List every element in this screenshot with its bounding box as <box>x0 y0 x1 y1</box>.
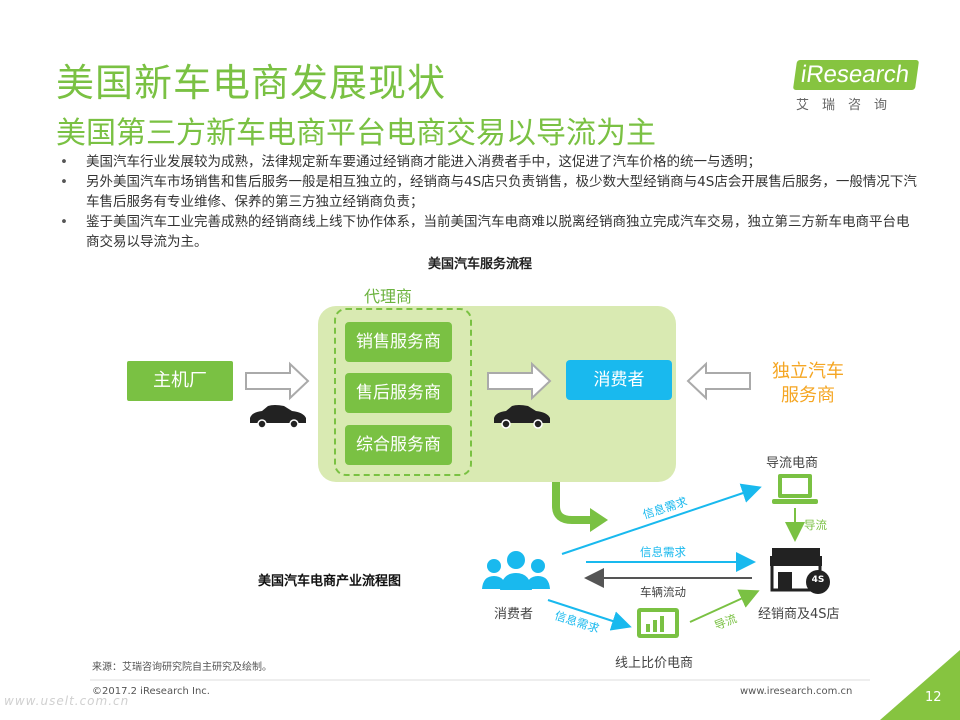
page-subtitle: 美国第三方新车电商平台电商交易以导流为主 <box>56 116 656 151</box>
copyright: ©2017.2 iResearch Inc. <box>92 686 210 697</box>
pricecompare-to-dealer-line <box>689 589 760 623</box>
bullet-list: 美国汽车行业发展较为成熟，法律规定新车要通过经销商才能进入消费者手中，这促进了汽… <box>60 152 920 252</box>
edge-label-info-demand: 信息需求 <box>640 545 686 559</box>
leadgen-label: 导流电商 <box>766 456 819 471</box>
page-number: 12 <box>925 690 942 705</box>
badge-4s: 4S <box>811 575 825 585</box>
consumer-to-pricecompare-line <box>547 599 632 631</box>
corner-decoration <box>880 650 960 720</box>
bullet-item: 鉴于美国汽车工业完善成熟的经销商线上线下协作体系，当前美国汽车电商难以脱离经销商… <box>60 212 920 252</box>
consumers-label: 消费者 <box>494 607 534 622</box>
dealer-label: 经销商及4S店 <box>758 607 840 622</box>
pricecompare-label: 线上比价电商 <box>615 656 694 671</box>
agent-to-consumer-arrow <box>487 361 552 401</box>
consumers-icon <box>482 551 550 590</box>
independent-service-label: 独立汽车 服务商 <box>752 360 864 408</box>
oem-box: 主机厂 <box>127 361 233 401</box>
watermark: www.uselt.com.cn <box>4 694 130 708</box>
independent-to-consumer-arrow <box>686 361 751 401</box>
iresearch-logo-cn: 艾瑞咨询 <box>796 98 901 113</box>
ecommerce-flow-title: 美国汽车电商产业流程图 <box>258 574 402 589</box>
tablet-chart-icon <box>637 608 679 638</box>
agent-dashed-group <box>334 308 472 476</box>
service-flow-title: 美国汽车服务流程 <box>427 257 532 272</box>
edge-label-guide: 导流 <box>804 518 827 532</box>
agent-label: 代理商 <box>364 287 413 306</box>
bullet-item: 另外美国汽车市场销售和售后服务一般是相互独立的，经销商与4S店只负责销售，极少数… <box>60 172 920 212</box>
oem-to-agent-arrow <box>245 361 310 401</box>
store-icon <box>770 548 830 594</box>
bullet-item: 美国汽车行业发展较为成熟，法律规定新车要通过经销商才能进入消费者手中，这促进了汽… <box>60 152 920 172</box>
website-url: www.iresearch.com.cn <box>740 686 853 697</box>
independent-line-1: 独立汽车 <box>772 361 844 382</box>
page-title: 美国新车电商发展现状 <box>56 61 447 105</box>
car-icon <box>250 405 306 429</box>
consumer-box: 消费者 <box>566 360 672 400</box>
sales-service-box: 销售服务商 <box>345 322 452 362</box>
aftersales-service-box: 售后服务商 <box>345 373 452 413</box>
edge-label-vehicle-flow: 车辆流动 <box>640 585 686 599</box>
consumer-to-leadgen-line <box>561 483 762 555</box>
integrated-service-box: 综合服务商 <box>345 425 452 465</box>
panel-to-ecommerce-arrow <box>552 482 592 524</box>
car-icon <box>494 405 550 429</box>
source-note: 来源：艾瑞咨询研究院自主研究及绘制。 <box>92 662 272 673</box>
independent-line-2: 服务商 <box>781 385 835 406</box>
laptop-icon <box>772 474 818 504</box>
